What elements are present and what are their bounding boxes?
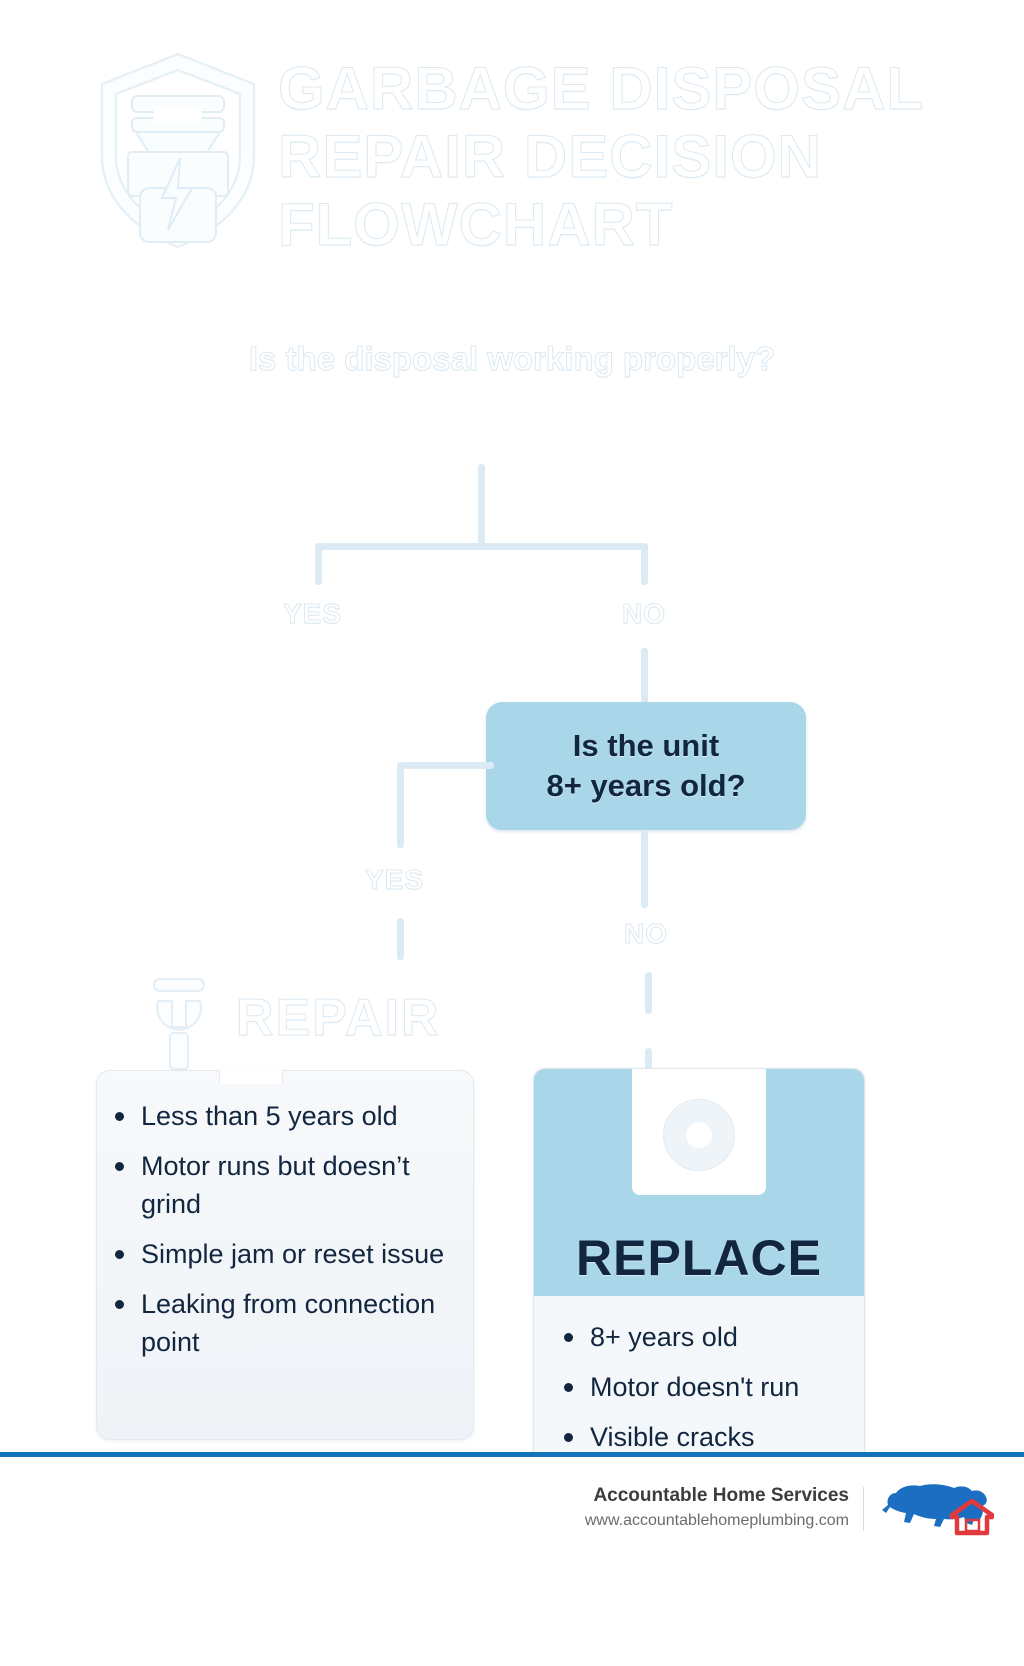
disposal-unit-icon xyxy=(632,1069,766,1195)
connector-decision-left-arm xyxy=(402,762,494,769)
connector-no-to-decision xyxy=(641,648,648,706)
company-website[interactable]: www.accountablehomeplumbing.com xyxy=(584,1512,849,1529)
footer-divider xyxy=(0,1452,1024,1457)
connector-branch2-yes-drop xyxy=(397,762,404,848)
page-title: Garbage Disposal Repair Decision Flowcha… xyxy=(278,55,978,259)
connector-root-stem xyxy=(478,464,485,546)
repair-criteria-card: Less than 5 years old Motor runs but doe… xyxy=(96,1070,474,1440)
replace-criteria-list: 8+ years old Motor doesn't run Visible c… xyxy=(534,1296,864,1456)
list-item: Visible cracks xyxy=(564,1418,846,1456)
company-name: Accountable Home Services xyxy=(593,1485,849,1506)
connector-branch1-bar xyxy=(318,543,644,550)
footer-text-group: Accountable Home Services www.accountabl… xyxy=(585,1483,849,1533)
replace-header: REPLACE xyxy=(534,1069,864,1296)
repair-criteria-list: Less than 5 years old Motor runs but doe… xyxy=(97,1071,473,1361)
replace-heading: REPLACE xyxy=(576,1230,822,1286)
footer-vertical-divider xyxy=(863,1487,864,1531)
title-line-1: Garbage Disposal xyxy=(278,55,925,123)
list-item: Leaking from connection point xyxy=(115,1285,451,1361)
title-line-2: Repair Decision xyxy=(278,123,822,191)
wrench-icon xyxy=(140,975,218,1070)
list-item: Simple jam or reset issue xyxy=(115,1235,451,1273)
branch2-no-label: NO xyxy=(624,918,668,950)
list-item: Motor runs but doesn’t grind xyxy=(115,1147,451,1223)
buffalo-house-logo xyxy=(874,1479,995,1541)
repair-heading-group: REPAIR xyxy=(140,978,480,1070)
branch2-yes-label: YES xyxy=(364,864,425,896)
list-item: Motor doesn't run xyxy=(564,1368,846,1406)
shield-disposal-bolt-icon xyxy=(88,48,268,253)
title-line-3: Flowchart xyxy=(278,191,674,259)
branch1-yes-label: YES xyxy=(282,598,343,630)
connector-branch2-no-tail xyxy=(645,972,652,1014)
connector-branch1-no-drop xyxy=(641,543,648,585)
list-item: 8+ years old xyxy=(564,1318,846,1356)
header: Garbage Disposal Repair Decision Flowcha… xyxy=(0,0,1024,300)
replace-body: 8+ years old Motor doesn't run Visible c… xyxy=(534,1296,864,1468)
repair-heading: REPAIR xyxy=(236,989,441,1048)
replace-criteria-card: REPLACE 8+ years old Motor doesn't run V… xyxy=(533,1068,865,1470)
branch1-no-label: NO xyxy=(622,598,666,630)
connector-branch1-yes-drop xyxy=(315,543,322,585)
connector-branch2-yes-tail xyxy=(397,918,404,960)
connector-branch2-no-drop xyxy=(641,830,648,908)
decision-box-text: Is the unit 8+ years old? xyxy=(546,726,745,806)
footer: Accountable Home Services www.accountabl… xyxy=(0,1457,1024,1666)
repair-card-notch xyxy=(219,1070,283,1084)
decision-line-2: 8+ years old? xyxy=(546,768,746,803)
disposal-flange-icon xyxy=(663,1099,735,1171)
root-question: Is the disposal working properly? xyxy=(248,340,776,378)
decision-box-unit-age[interactable]: Is the unit 8+ years old? xyxy=(486,702,806,830)
list-item: Less than 5 years old xyxy=(115,1097,451,1135)
decision-line-1: Is the unit xyxy=(572,728,720,763)
